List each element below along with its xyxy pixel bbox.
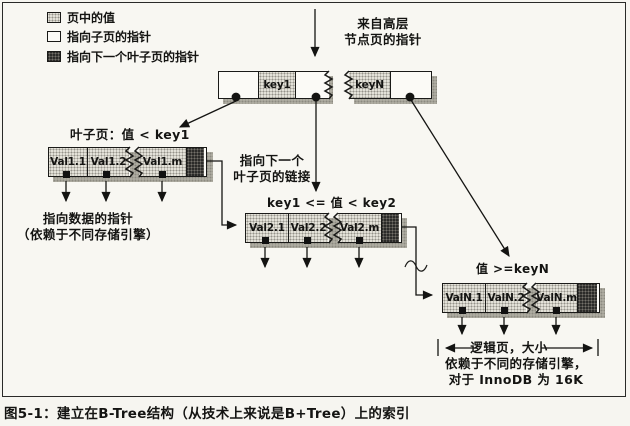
arrow-root-to-leafN: [410, 99, 510, 257]
legend-item-next-leaf-pointer: 指向下一个叶子页的指针: [47, 50, 200, 64]
figure-caption: 图5-1：建立在B-Tree结构（从技术上来说是B+Tree）上的索引: [4, 406, 410, 422]
logical-page-note-line1: 逻辑页，大小: [470, 340, 548, 355]
leaf2-next-leaf-pointer-cell: [381, 214, 399, 242]
next-leaf-link-line2: 叶子页的链接: [233, 169, 311, 184]
leafN-data-arrows: [457, 317, 561, 336]
data-pointer-note: 指向数据的指针 （依赖于不同存储引擎）: [8, 211, 168, 243]
leaf1-row-pointer-1: [63, 171, 70, 178]
leaf2-range-label: key1 <= 值 < key2: [267, 196, 397, 210]
logical-page-note-line3: 对于 InnoDB 为 16K: [448, 372, 584, 387]
legend-item-value: 页中的值: [47, 11, 116, 25]
next-leaf-link-note: 指向下一个 叶子页的链接: [221, 153, 323, 185]
leaf1-value-cell-1: Val1.1: [49, 148, 87, 176]
leaf2-right-segment: Val2.m: [338, 213, 402, 243]
link-leaf2-to-leafN: [402, 226, 434, 300]
leaf1-value-cell-m: Val1.m: [139, 148, 186, 176]
leaf1-right-segment: Val1.m: [139, 147, 207, 177]
leaf1-next-leaf-pointer-cell: [186, 148, 204, 176]
link-break-squiggle: [404, 260, 428, 272]
leafN-row-pointer-2: [501, 307, 508, 314]
child-pointer-dots: [231, 92, 415, 102]
legend-next-leaf-label: 指向下一个叶子页的指针: [67, 50, 200, 64]
leaf1-value-cell-2: Val1.2: [87, 148, 129, 176]
leafN-row-pointer-3: [553, 307, 560, 314]
leaf1-row-pointer-2: [103, 171, 110, 178]
leaf1-row-pointer-3: [159, 171, 166, 178]
from-upper-line1: 来自高层: [357, 16, 409, 31]
link-leaf1-to-leaf2: [207, 160, 238, 230]
leaf2-row-pointer-1: [262, 237, 269, 244]
legend-value-label: 页中的值: [67, 11, 116, 25]
logical-page-note-line2: 依赖于不同的存储引擎，: [445, 356, 587, 371]
next-leaf-link-line1: 指向下一个: [239, 153, 305, 168]
legend-child-pointer-label: 指向子页的指针: [67, 30, 152, 44]
torn-edge-zigzags: [124, 70, 541, 314]
logical-page-extent-bracket: [437, 339, 599, 356]
root-key1-cell: key1: [258, 72, 296, 98]
leaf1-left-segment: Val1.1 Val1.2: [48, 147, 130, 177]
arrow-root-to-leaf1: [178, 100, 237, 128]
value-swatch-icon: [47, 12, 61, 23]
root-keyN-cell: keyN: [349, 72, 391, 98]
leafN-right-segment: ValN.m: [536, 283, 600, 313]
leafN-row-pointer-1: [459, 307, 466, 314]
leafN-range-label: 值 >=keyN: [476, 262, 550, 276]
from-upper-line2: 节点页的指针: [344, 32, 422, 47]
leaf2-row-pointer-2: [304, 237, 311, 244]
root-node-right-segment: keyN: [349, 71, 432, 99]
child-pointer-swatch-icon: [47, 31, 61, 42]
leaf1-data-arrows: [61, 181, 167, 203]
root-child-pointer-cell-2: [296, 72, 328, 98]
leaf2-data-arrows: [260, 247, 364, 269]
next-leaf-swatch-icon: [47, 51, 61, 62]
legend-item-child-pointer: 指向子页的指针: [47, 30, 152, 44]
data-pointer-line2: （依赖于不同存储引擎）: [17, 227, 159, 242]
leaf2-row-pointer-3: [356, 237, 363, 244]
from-upper-node-note: 来自高层 节点页的指针: [330, 16, 436, 48]
data-pointer-line1: 指向数据的指针: [42, 211, 134, 226]
leafN-next-leaf-pointer-cell: [577, 284, 597, 312]
leaf1-range-label: 叶子页：值 < key1: [70, 127, 190, 142]
